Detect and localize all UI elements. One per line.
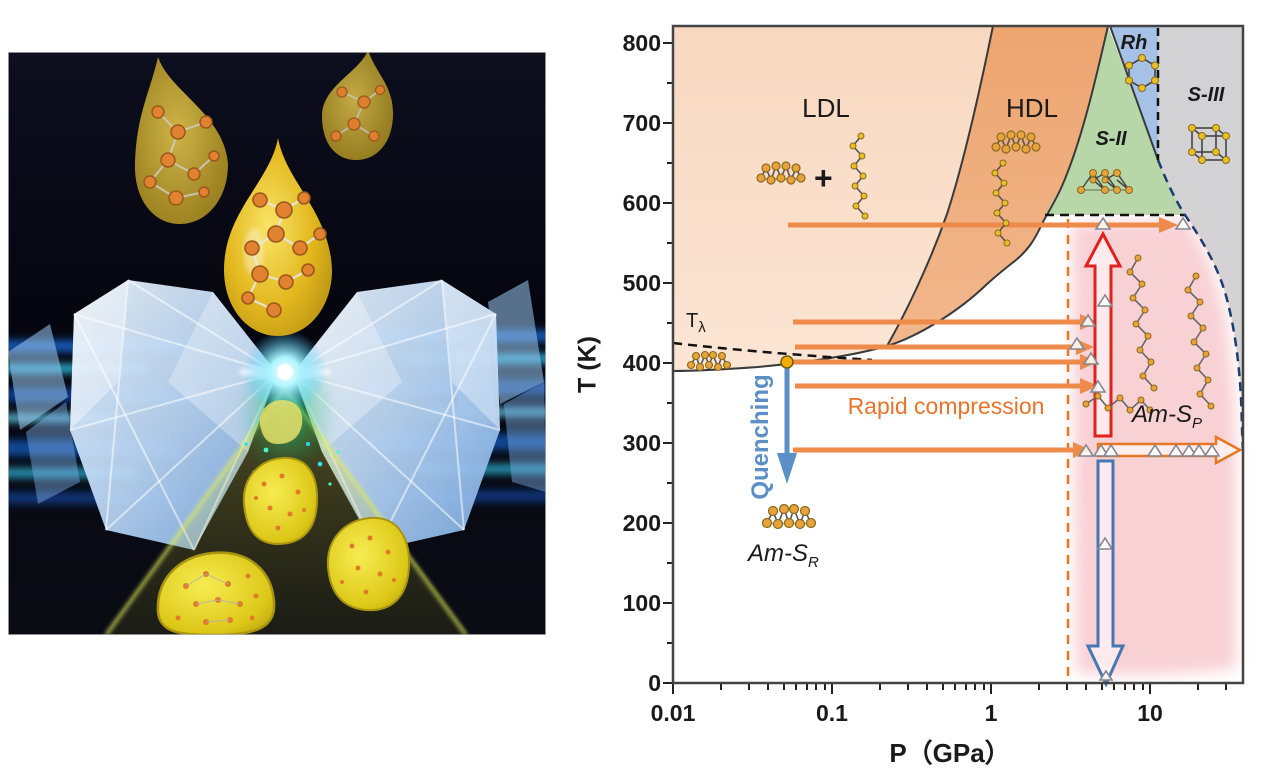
amsr-sub: R	[808, 553, 819, 571]
amsp-base: Am-S	[1132, 401, 1192, 428]
x-tick-1: 1	[984, 700, 998, 726]
rh-hexagon-icon	[1125, 54, 1159, 92]
region-s2	[1045, 26, 1185, 215]
chain-molecule-icons	[849, 132, 1215, 414]
sulfur-droplet-large	[224, 138, 332, 336]
t-lambda-label: Tλ	[686, 310, 706, 336]
x-tick-001: 0.01	[650, 700, 696, 726]
quench-arrow	[777, 355, 797, 484]
region-ldl	[673, 26, 993, 371]
y-tick-700: 700	[622, 110, 661, 136]
region-label-hdl: HDL	[1005, 93, 1058, 123]
x-axis-title: P（GPa）	[889, 738, 1011, 768]
amsr-label: Am-SR	[748, 540, 819, 571]
t-lambda-curve	[672, 341, 873, 362]
ring-molecule-icons	[686, 130, 1041, 530]
s3-cage-icon	[1188, 124, 1230, 164]
sulfur-droplet-top-right	[322, 52, 394, 160]
amsp-label: Am-SP	[1132, 401, 1202, 432]
y-tick-100: 100	[622, 590, 661, 616]
region-label-rh: Rh	[1120, 32, 1148, 54]
y-tick-300: 300	[622, 430, 661, 456]
region-hdl	[887, 26, 1108, 346]
s2-s3-dashed	[1156, 159, 1245, 453]
rapid-compression-label: Rapid compression	[847, 393, 1045, 419]
region-label-ldl: LDL	[802, 93, 850, 123]
t-lambda-sub: λ	[698, 319, 706, 336]
y-tick-400: 400	[622, 350, 661, 376]
sulfur-chunk-2	[242, 456, 319, 546]
amsr-base: Am-S	[748, 540, 808, 567]
t-lambda-base: T	[686, 310, 699, 332]
s2-molecule-icon	[1077, 169, 1133, 194]
quenching-label: Quenching	[747, 374, 774, 500]
plot-frame	[671, 24, 1245, 685]
blue-cooling-arrow	[1085, 459, 1126, 688]
sulfur-chunk-small	[259, 400, 303, 444]
x-tick-01: 0.1	[816, 700, 848, 726]
y-tick-800: 800	[622, 30, 661, 56]
y-tick-0: 0	[648, 670, 661, 696]
y-tick-500: 500	[622, 270, 661, 296]
ldl-hdl-boundary	[886, 25, 994, 347]
s2-rh-boundary	[1109, 25, 1159, 161]
region-label-s3: S-III	[1187, 84, 1225, 106]
y-tick-600: 600	[622, 190, 661, 216]
melting-curve	[672, 25, 1109, 372]
y-axis-title: T (K)	[573, 336, 602, 393]
flash-core	[277, 364, 293, 380]
x-tick-10: 10	[1137, 700, 1163, 726]
sulfur-droplet-top-left	[134, 57, 228, 224]
data-triangles	[1068, 216, 1221, 681]
sulfur-chunk-3	[326, 516, 411, 612]
sulfur-chunk-1	[156, 551, 276, 635]
quench-start-dot	[780, 355, 794, 369]
amsp-sub: P	[1192, 414, 1203, 432]
dac-illustration	[8, 52, 546, 635]
region-label-s2: S-II	[1095, 128, 1127, 150]
y-tick-200: 200	[622, 510, 661, 536]
ldl-plus-sign: +	[814, 160, 833, 196]
